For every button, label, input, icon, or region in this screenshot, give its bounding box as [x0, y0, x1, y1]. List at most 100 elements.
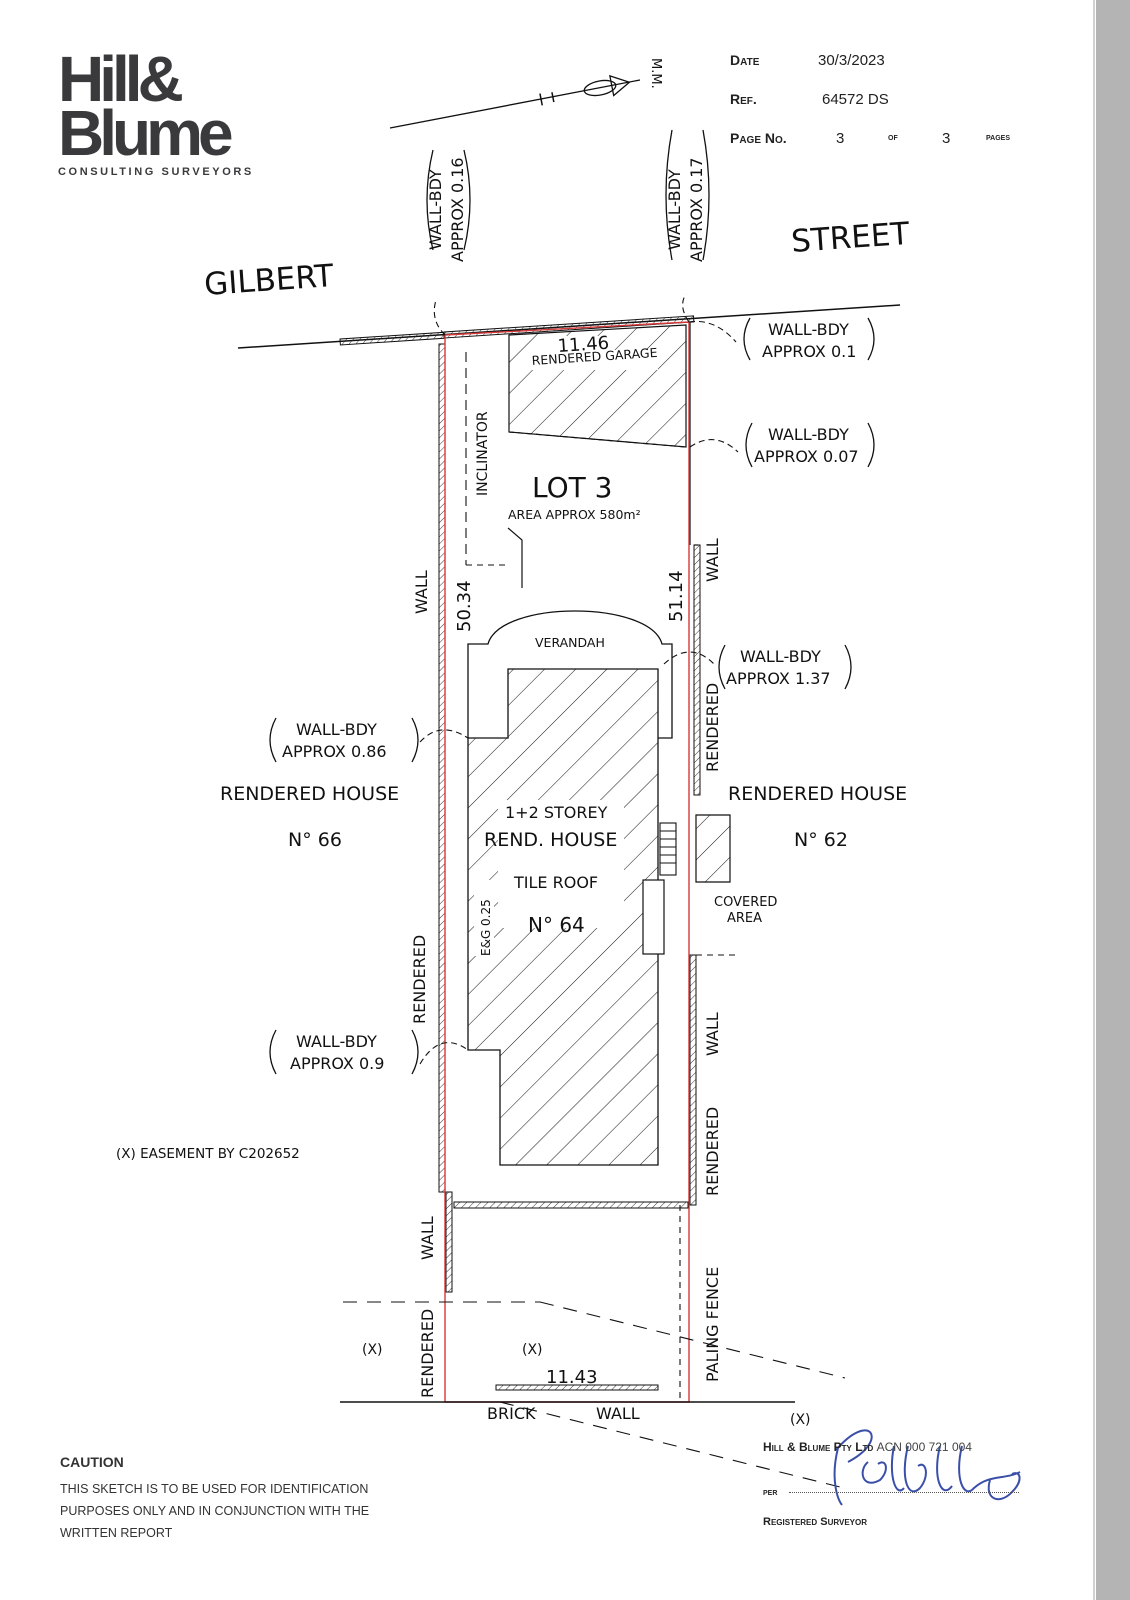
- easement-line-bottom: [499, 1401, 841, 1488]
- lot-name: LOT 3: [532, 471, 612, 504]
- caution-block: CAUTION This sketch is to be used for id…: [60, 1454, 400, 1544]
- document-meta: Date 30/3/2023 Ref. 64572 DS Page No. 3 …: [730, 52, 1050, 169]
- surveyor-signature: [833, 1429, 1021, 1506]
- page-total: 3: [942, 130, 951, 147]
- page-number: 3: [836, 130, 845, 147]
- right-neighbour-number: N° 62: [794, 829, 848, 851]
- meta-ref-row: Ref. 64572 DS: [730, 91, 1050, 130]
- easement-mark-centre: (X): [522, 1342, 543, 1358]
- wall-bdy-r2-value: APPROX 0.07: [754, 447, 859, 466]
- left-rendered-label: RENDERED: [410, 935, 429, 1024]
- logo-ampersand: &: [137, 43, 184, 115]
- house-label-line2: REND. HOUSE: [484, 829, 617, 851]
- north-arrow: M.M.: [389, 58, 663, 129]
- wall-bdy-r1-value: APPROX 0.1: [762, 342, 856, 361]
- meta-page-row: Page No. 3 of 3 pages: [730, 130, 1050, 169]
- company-logo: Hill& Blume CONSULTING SURVEYORS: [58, 43, 288, 178]
- caution-text: This sketch is to be used for identifica…: [60, 1482, 370, 1540]
- front-wall-right: [443, 315, 695, 339]
- easement-mark-left: (X): [362, 1342, 383, 1358]
- page-label: Page No.: [730, 130, 787, 146]
- site-plan-drawing: M.M. GILBERT STREET: [116, 58, 1021, 1506]
- of-label: of: [888, 132, 898, 143]
- wall-bdy-l2-value: APPROX 0.9: [290, 1054, 384, 1073]
- wall-bdy-front-left-title: WALL-BDY: [426, 169, 445, 250]
- logo-word-hill: Hill&: [58, 43, 184, 115]
- right-rendered-rear-label: RENDERED: [703, 1107, 722, 1196]
- brick-label: BRICK: [487, 1404, 536, 1423]
- lot-area: AREA APPROX 580m²: [508, 507, 641, 522]
- registered-surveyor-label: Registered Surveyor: [763, 1516, 867, 1528]
- eg-label: E&G 0.25: [479, 899, 493, 956]
- ref-label: Ref.: [730, 91, 757, 107]
- right-side-wall-front: [693, 544, 701, 796]
- paling-fence-label: PALING FENCE: [703, 1267, 722, 1382]
- scan-edge-line: [1093, 0, 1095, 1600]
- scan-edge-bar: [1096, 0, 1130, 1600]
- left-neighbour-number: N° 66: [288, 829, 342, 851]
- firm-line: Hill & Blume Pty Ltd ACN 000 721 004: [763, 1440, 1083, 1454]
- per-signature-line: [789, 1492, 1019, 1493]
- stair-outline: [507, 527, 523, 588]
- right-side-dimension: 51.14: [666, 570, 687, 622]
- left-rendered-rear-label: RENDERED: [418, 1309, 437, 1398]
- per-row: per: [763, 1482, 1083, 1502]
- covered-area-line1: COVERED: [714, 895, 777, 910]
- wall-bdy-front-right-title: WALL-BDY: [665, 169, 684, 250]
- left-rear-wall: [445, 1191, 453, 1293]
- wall-bdy-r3-value: APPROX 1.37: [726, 669, 831, 688]
- wall-bdy-r3-title: WALL-BDY: [740, 647, 821, 666]
- wall-bdy-l1-title: WALL-BDY: [296, 720, 377, 739]
- wall-bdy-front-right-value: APPROX 0.17: [687, 157, 706, 262]
- wall-bdy-l1-value: APPROX 0.86: [282, 742, 387, 761]
- logo-word-blume: Blume: [58, 97, 234, 169]
- caution-title: CAUTION: [60, 1454, 124, 1470]
- right-neighbour-label: RENDERED HOUSE: [728, 783, 907, 805]
- covered-step: [642, 879, 665, 955]
- easement-mark-right: (X): [790, 1412, 811, 1428]
- right-rendered-label: RENDERED: [703, 683, 722, 772]
- logo-tagline: CONSULTING SURVEYORS: [58, 166, 254, 178]
- north-arrow-head: [539, 74, 631, 106]
- left-wall-label-rear: WALL: [418, 1216, 437, 1260]
- street-name-right: STREET: [790, 216, 912, 260]
- meta-date-row: Date 30/3/2023: [730, 52, 1050, 91]
- right-wall-label-rear: WALL: [703, 1012, 722, 1056]
- brick-wall: [495, 1384, 659, 1391]
- front-wall-left: [339, 331, 445, 346]
- verandah-outline: [467, 610, 673, 739]
- wall-bdy-r2-title: WALL-BDY: [768, 425, 849, 444]
- rear-wall-label: WALL: [596, 1404, 640, 1423]
- rear-wall: [453, 1201, 689, 1209]
- frontage-dimension: 11.46: [557, 333, 610, 357]
- verandah-label: VERANDAH: [535, 635, 605, 650]
- wall-bdy-front-left-value: APPROX 0.16: [448, 157, 467, 262]
- firm-acn: ACN 000 721 004: [876, 1440, 972, 1454]
- house-number: N° 64: [528, 913, 585, 937]
- wall-bdy-r1-title: WALL-BDY: [768, 320, 849, 339]
- left-side-dimension: 50.34: [454, 580, 475, 632]
- north-label: M.M.: [648, 58, 663, 89]
- rear-dimension: 11.43: [546, 1367, 598, 1388]
- street-name-left: GILBERT: [203, 258, 336, 303]
- covered-area-line2: AREA: [727, 911, 762, 926]
- date-value: 30/3/2023: [818, 52, 885, 69]
- neighbour-house-right: [695, 814, 731, 883]
- left-wall-label-front: WALL: [412, 570, 431, 614]
- ref-value: 64572 DS: [822, 91, 889, 108]
- north-arrow-shaft: [389, 79, 641, 129]
- signature-block: Hill & Blume Pty Ltd ACN 000 721 004 per…: [763, 1440, 1083, 1528]
- side-stairs: [659, 822, 677, 876]
- right-wall-label-front: WALL: [703, 538, 722, 582]
- per-label: per: [763, 1487, 778, 1498]
- left-neighbour-label: RENDERED HOUSE: [220, 783, 399, 805]
- house-label-line1: 1+2 STOREY: [505, 803, 608, 822]
- wall-bdy-l2-title: WALL-BDY: [296, 1032, 377, 1051]
- left-side-wall: [438, 343, 446, 1193]
- easement-note: (X) EASEMENT BY C202652: [116, 1146, 300, 1162]
- inclinator-label: INCLINATOR: [475, 411, 491, 496]
- house-label-line3: TILE ROOF: [513, 873, 598, 892]
- right-side-wall-rear: [689, 954, 697, 1206]
- firm-name: Hill & Blume Pty Ltd: [763, 1440, 874, 1454]
